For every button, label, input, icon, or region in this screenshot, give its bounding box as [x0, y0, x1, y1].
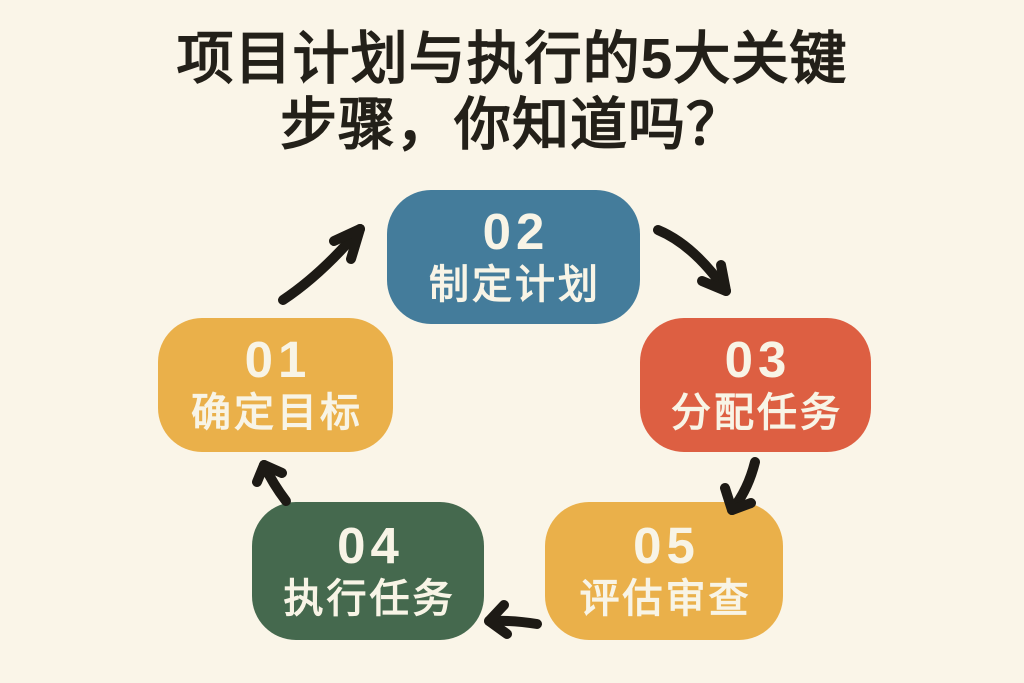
step-box-04-execute-tasks: 04 执行任务 — [252, 502, 484, 640]
step-label: 确定目标 — [191, 391, 363, 435]
step-number: 05 — [633, 517, 700, 574]
step-label: 执行任务 — [283, 577, 456, 621]
step-label: 分配任务 — [671, 391, 843, 435]
arrow-05-to-04 — [484, 600, 542, 639]
step-label: 评估审查 — [579, 577, 752, 621]
arrow-01-to-02 — [278, 224, 365, 305]
title-line-2: 步骤，你知道吗？ — [280, 93, 744, 157]
step-number: 03 — [724, 331, 792, 388]
page-title: 项目计划与执行的5大关键 步骤，你知道吗？ — [0, 26, 1024, 158]
title-line-1: 项目计划与执行的5大关键 — [176, 27, 848, 91]
step-number: 02 — [482, 203, 550, 260]
step-number: 01 — [244, 331, 312, 388]
step-box-02-make-plan: 02 制定计划 — [387, 190, 640, 324]
arrow-04-to-01 — [252, 460, 291, 506]
step-number: 04 — [337, 517, 404, 574]
step-box-01-define-goals: 01 确定目标 — [158, 318, 393, 452]
step-label: 制定计划 — [429, 263, 601, 307]
step-box-03-assign-tasks: 03 分配任务 — [640, 318, 871, 452]
arrow-02-to-03 — [653, 225, 731, 296]
step-box-05-evaluate-review: 05 评估审查 — [545, 502, 783, 640]
